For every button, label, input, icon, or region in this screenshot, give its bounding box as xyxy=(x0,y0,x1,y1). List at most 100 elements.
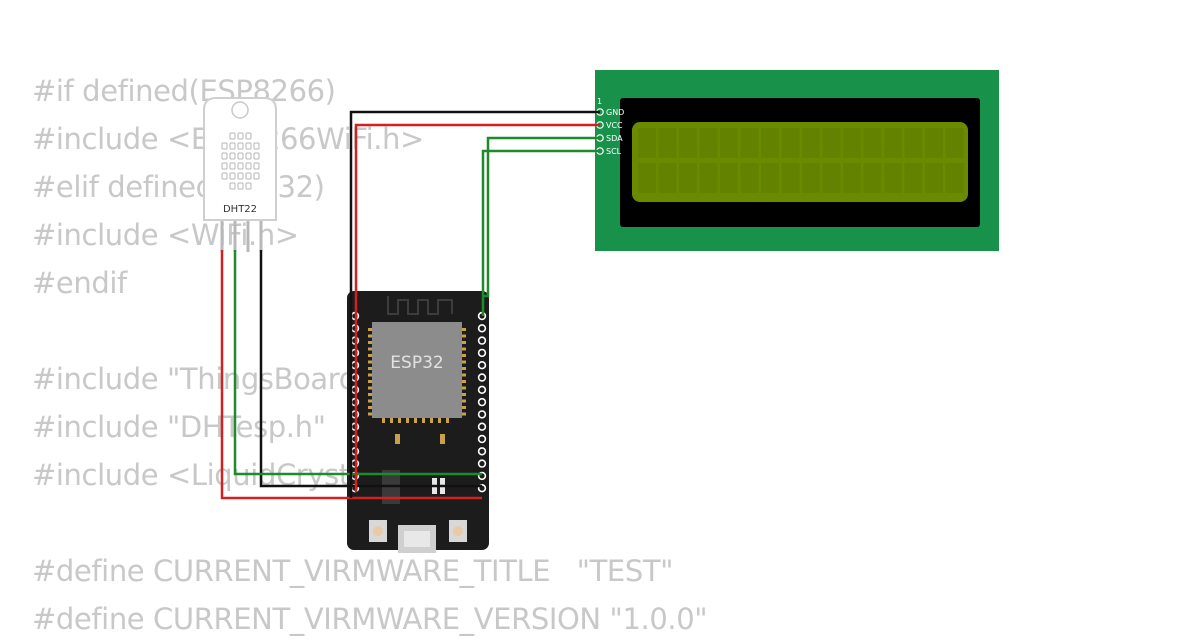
lcd-char-cell xyxy=(945,163,964,193)
dht-vent xyxy=(229,142,236,150)
wire-lcd-sda[interactable] xyxy=(482,136,600,298)
esp32-pad xyxy=(462,354,466,357)
esp32-pad xyxy=(368,347,372,351)
esp32-pad xyxy=(368,373,372,377)
esp32-pad xyxy=(462,360,466,364)
esp32-pad xyxy=(462,367,466,370)
lcd-char-cell xyxy=(699,163,718,193)
dht-vent xyxy=(237,172,244,180)
dht-vent xyxy=(245,132,252,140)
esp32-pad xyxy=(368,386,372,390)
dht-vent xyxy=(237,162,244,170)
esp32-label: ESP32 xyxy=(390,353,443,373)
dht-mount-hole xyxy=(231,101,249,119)
wire-dht-gnd[interactable] xyxy=(259,250,482,488)
lcd-display[interactable]: 1 GND VCC SDA SCL xyxy=(595,70,999,251)
esp32-pin xyxy=(477,410,487,419)
lcd-char-cell xyxy=(781,163,800,193)
esp32-boot-button[interactable] xyxy=(369,520,387,542)
lcd-char-cell xyxy=(904,128,923,158)
esp32-pad xyxy=(368,334,372,338)
esp32-pad xyxy=(462,328,466,331)
lcd-char-cell xyxy=(740,163,759,193)
dht-vent xyxy=(237,152,244,160)
esp32-pad xyxy=(368,412,372,416)
dht-vent xyxy=(221,172,228,180)
dht-vent xyxy=(229,172,236,180)
esp32-pad xyxy=(446,418,449,423)
wire-lcd-scl[interactable] xyxy=(481,149,600,316)
dht-vent xyxy=(253,172,260,180)
dht-vent xyxy=(237,132,244,140)
dht-vent xyxy=(245,182,252,190)
esp32-usb-opening xyxy=(404,531,430,547)
lcd-char-cell xyxy=(945,128,964,158)
lcd-char-cell xyxy=(822,163,841,193)
code-line: #define CURRENT_VIRMWARE_TITLE "TEST" xyxy=(32,554,674,588)
esp32-pad xyxy=(382,418,385,423)
lcd-char-cell xyxy=(843,163,861,193)
esp32-pin xyxy=(477,373,487,382)
dht-vent xyxy=(253,152,260,160)
dht-vent xyxy=(253,142,260,150)
esp32-pin xyxy=(477,361,487,370)
wire-dht-data[interactable] xyxy=(233,250,482,476)
esp32-pad xyxy=(462,399,466,403)
esp32-pin xyxy=(477,434,487,444)
esp32-pad xyxy=(462,347,466,351)
esp32-board[interactable]: ESP32 xyxy=(347,291,489,553)
esp32-module-pads xyxy=(368,328,466,444)
lcd-char-cell xyxy=(904,163,923,193)
dht-vent xyxy=(253,162,260,170)
lcd-pin-label: GND xyxy=(606,108,624,117)
esp32-pad xyxy=(368,380,372,383)
esp32-pad xyxy=(398,418,401,423)
dht-vent xyxy=(229,132,236,140)
esp32-pin-header-right xyxy=(477,311,487,493)
wire-lcd-gnd[interactable] xyxy=(349,110,600,498)
circuit-diagram: 1 GND VCC SDA SCL DHT22 ESP32 xyxy=(203,70,999,553)
lcd-char-cell xyxy=(638,128,656,158)
dht-vent xyxy=(245,162,252,170)
wire-dht-vcc[interactable] xyxy=(220,250,482,500)
lcd-char-cell xyxy=(863,128,882,158)
esp32-pad xyxy=(438,418,441,423)
esp32-en-button[interactable] xyxy=(449,520,467,542)
esp32-pin xyxy=(477,385,487,394)
lcd-char-cell xyxy=(720,128,738,158)
dht-vent xyxy=(237,142,244,150)
dht22-sensor[interactable]: DHT22 xyxy=(203,97,277,252)
esp32-pin xyxy=(477,397,487,407)
esp32-pad xyxy=(414,418,417,423)
wire-lcd-vcc[interactable] xyxy=(354,123,600,492)
dht-vent xyxy=(221,162,228,170)
esp32-pin xyxy=(477,324,487,333)
esp32-pin xyxy=(477,336,487,345)
esp32-pin xyxy=(477,447,487,456)
esp32-pin xyxy=(477,348,487,358)
dht-vent xyxy=(245,172,252,180)
lcd-char-cell xyxy=(925,163,943,193)
code-line: #include "DHTesp.h" xyxy=(32,410,326,444)
dht-vent xyxy=(237,182,244,190)
esp32-pad xyxy=(440,434,445,444)
lcd-char-cell xyxy=(884,163,902,193)
lcd-char-cell xyxy=(740,128,759,158)
lcd-char-cell xyxy=(720,163,738,193)
esp32-pad xyxy=(368,360,372,364)
lcd-char-cell xyxy=(781,128,800,158)
lcd-char-cell xyxy=(761,128,779,158)
lcd-char-cell xyxy=(699,128,718,158)
esp32-pad xyxy=(368,399,372,403)
esp32-pad xyxy=(462,334,466,338)
lcd-char-cell xyxy=(843,128,861,158)
code-line: #include <WiFi.h> xyxy=(32,218,299,252)
lcd-char-cell xyxy=(679,128,697,158)
esp32-pad xyxy=(462,412,466,416)
esp32-pad xyxy=(368,393,372,396)
lcd-char-cell xyxy=(658,163,677,193)
esp32-pad xyxy=(406,418,409,423)
esp32-pad xyxy=(422,418,425,423)
lcd-pin1-label: 1 xyxy=(597,97,602,106)
dht-vent xyxy=(245,142,252,150)
